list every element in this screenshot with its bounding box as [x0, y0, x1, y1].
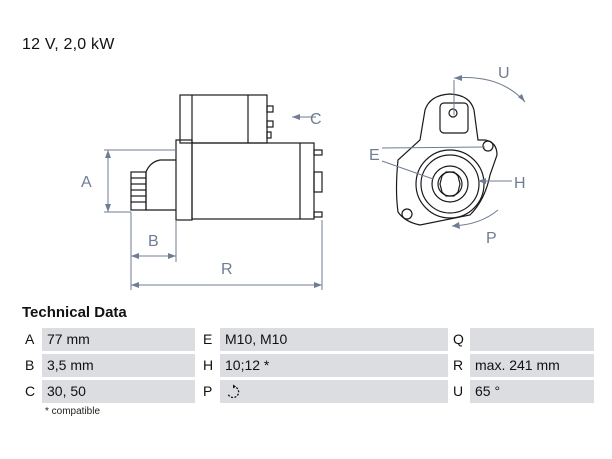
dimension-arrows — [105, 114, 322, 288]
label-e: E — [369, 147, 380, 164]
key-p: P — [198, 380, 220, 403]
end-housing — [395, 93, 498, 226]
key-q: Q — [448, 328, 470, 351]
front-dimension-arrows — [452, 75, 525, 229]
value-p — [220, 380, 448, 403]
key-h: H — [198, 354, 220, 377]
key-u: U — [448, 380, 470, 403]
value-u: 65 ° — [470, 380, 594, 403]
front-view — [395, 93, 498, 226]
value-q — [470, 328, 594, 351]
technical-data-table: A 77 mm E M10, M10 Q B 3,5 mm H 10;12 * … — [20, 328, 594, 406]
label-c: C — [310, 111, 322, 128]
clockwise-rotation-icon — [227, 384, 240, 399]
value-b: 3,5 mm — [42, 354, 195, 377]
mounting-flange — [175, 139, 193, 221]
label-b: B — [148, 233, 159, 250]
label-p: P — [486, 230, 497, 247]
table-row: A 77 mm E M10, M10 Q — [20, 328, 594, 351]
key-a: A — [20, 328, 42, 351]
label-r: R — [221, 261, 233, 278]
value-r: max. 241 mm — [470, 354, 594, 377]
key-e: E — [198, 328, 220, 351]
key-b: B — [20, 354, 42, 377]
value-c: 30, 50 — [42, 380, 195, 403]
technical-data-title: Technical Data — [22, 304, 127, 321]
key-c: C — [20, 380, 42, 403]
front-dimensions — [381, 77, 526, 227]
mounting-hole-bottom — [401, 208, 413, 220]
side-view — [130, 94, 323, 221]
table-row: B 3,5 mm H 10;12 * R max. 241 mm — [20, 354, 594, 377]
table-row: C 30, 50 P U 65 ° — [20, 380, 594, 403]
key-r: R — [448, 354, 470, 377]
mounting-hole-top — [482, 140, 494, 152]
voltage-power-spec: 12 V, 2,0 kW — [22, 36, 115, 53]
label-a: A — [81, 174, 92, 191]
label-u: U — [498, 65, 510, 82]
side-dimensions — [104, 116, 323, 290]
value-e: M10, M10 — [220, 328, 448, 351]
footnote: * compatible — [45, 406, 101, 417]
value-a: 77 mm — [42, 328, 195, 351]
pinion-gear — [130, 171, 147, 211]
starter-motor-drawing: A B R C U E H P — [81, 65, 526, 290]
drive-nose — [145, 159, 176, 211]
label-h: H — [514, 175, 526, 192]
solenoid-body — [179, 94, 268, 144]
value-h: 10;12 * — [220, 354, 448, 377]
motor-housing — [191, 142, 315, 220]
